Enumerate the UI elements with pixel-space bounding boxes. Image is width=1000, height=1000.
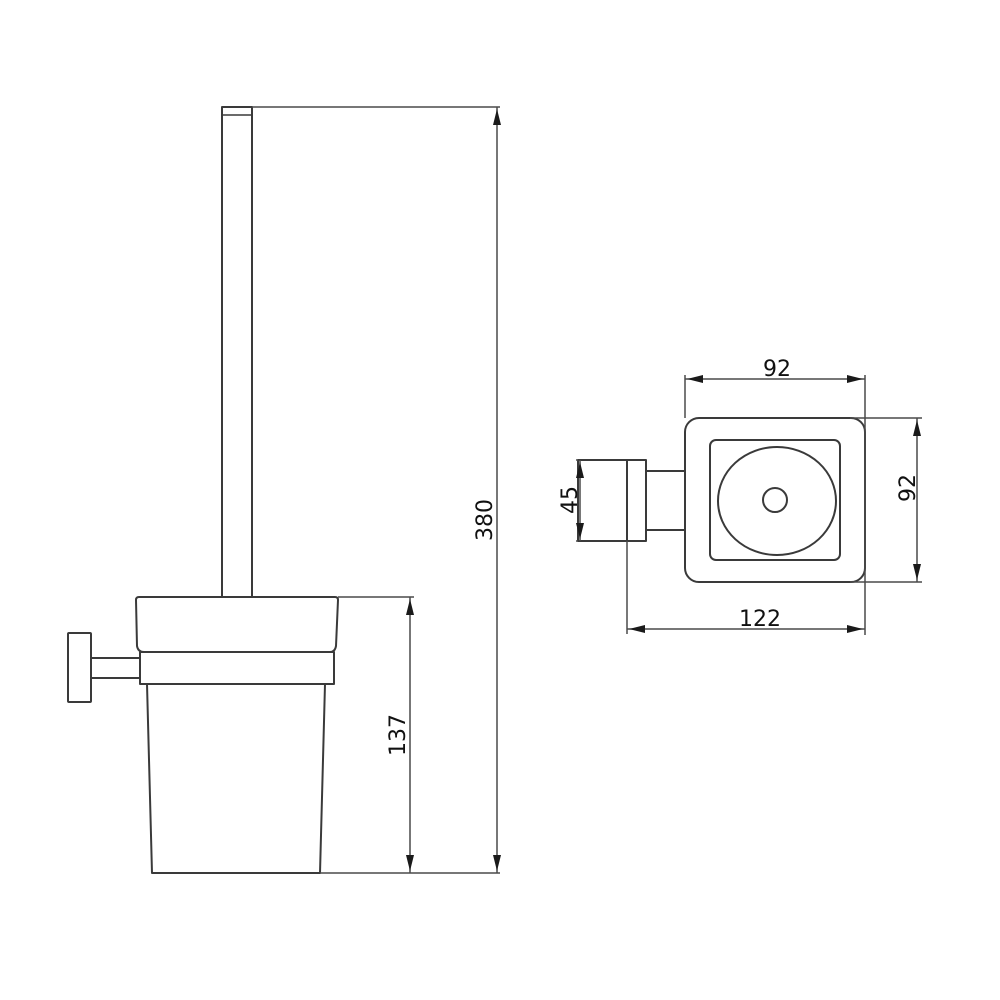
dimension-projection: 122 [626, 541, 865, 634]
dimension-overall-height: 380 [252, 106, 501, 873]
handle-circle [762, 487, 788, 513]
dimension-mount: 45 [558, 459, 584, 542]
holder-cup [146, 683, 326, 874]
dimension-depth: 92 [850, 417, 922, 583]
top-view: 92 92 122 45 [558, 357, 922, 635]
dimension-label-92-depth: 92 [896, 474, 921, 502]
dimension-width: 92 [684, 357, 866, 635]
holder-collar [139, 651, 335, 685]
dimension-label-380: 380 [473, 499, 498, 541]
wall-mount-top [577, 459, 685, 542]
brush-handle [221, 106, 253, 598]
wall-mount [67, 632, 140, 703]
holder-lid [135, 596, 339, 653]
dimension-label-122: 122 [739, 607, 781, 632]
dimension-label-137: 137 [386, 714, 411, 756]
dimension-label-92-width: 92 [763, 357, 791, 382]
holder-inner-square [709, 439, 841, 561]
dimension-cup-height: 137 [338, 596, 414, 873]
brush-head-circle [717, 446, 837, 556]
side-view: 380 137 [67, 106, 501, 874]
dimension-label-45: 45 [558, 486, 583, 514]
